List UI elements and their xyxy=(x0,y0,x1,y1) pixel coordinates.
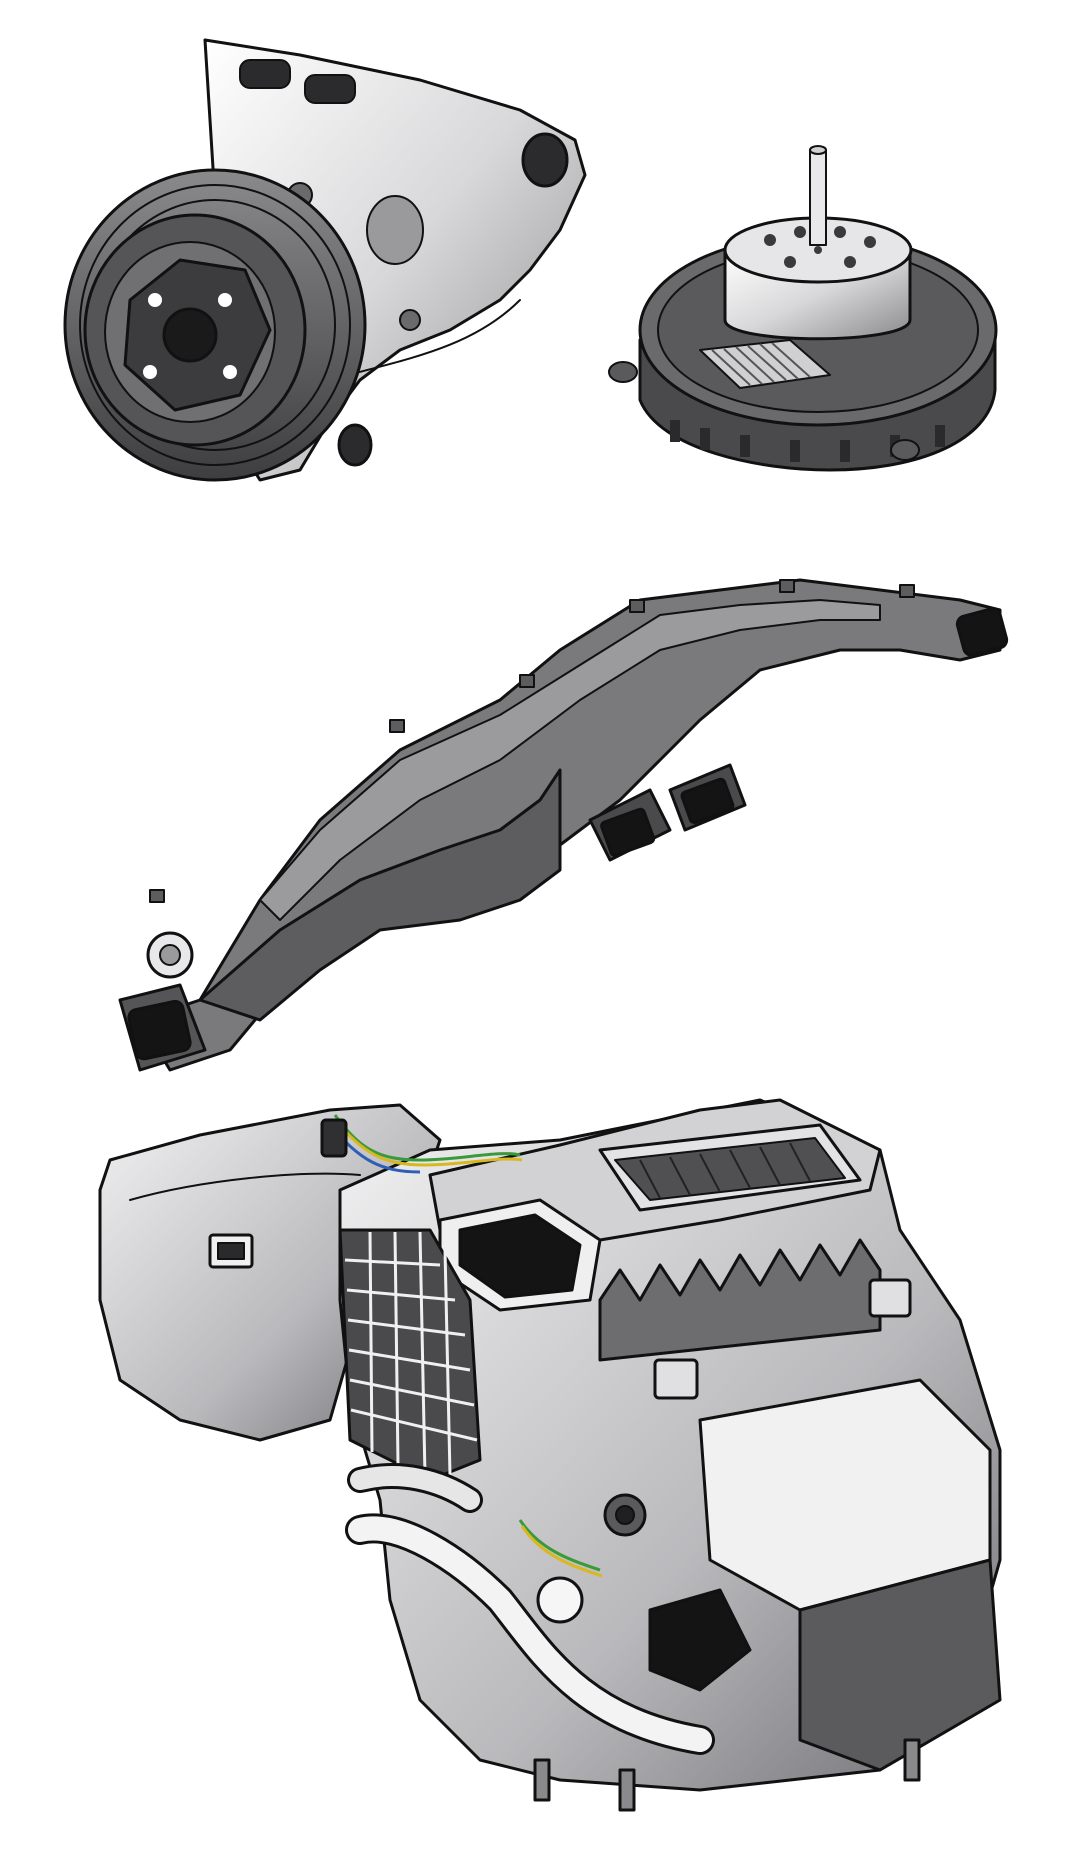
hvac-module xyxy=(98,1098,1002,1812)
ac-compressor xyxy=(63,38,587,482)
blower-motor xyxy=(608,145,998,472)
duct-icon xyxy=(118,578,1009,1072)
air-duct xyxy=(118,578,1009,1072)
compressor-icon xyxy=(63,38,587,482)
blower-motor-icon xyxy=(608,145,998,472)
hvac-unit-icon xyxy=(98,1098,1002,1812)
